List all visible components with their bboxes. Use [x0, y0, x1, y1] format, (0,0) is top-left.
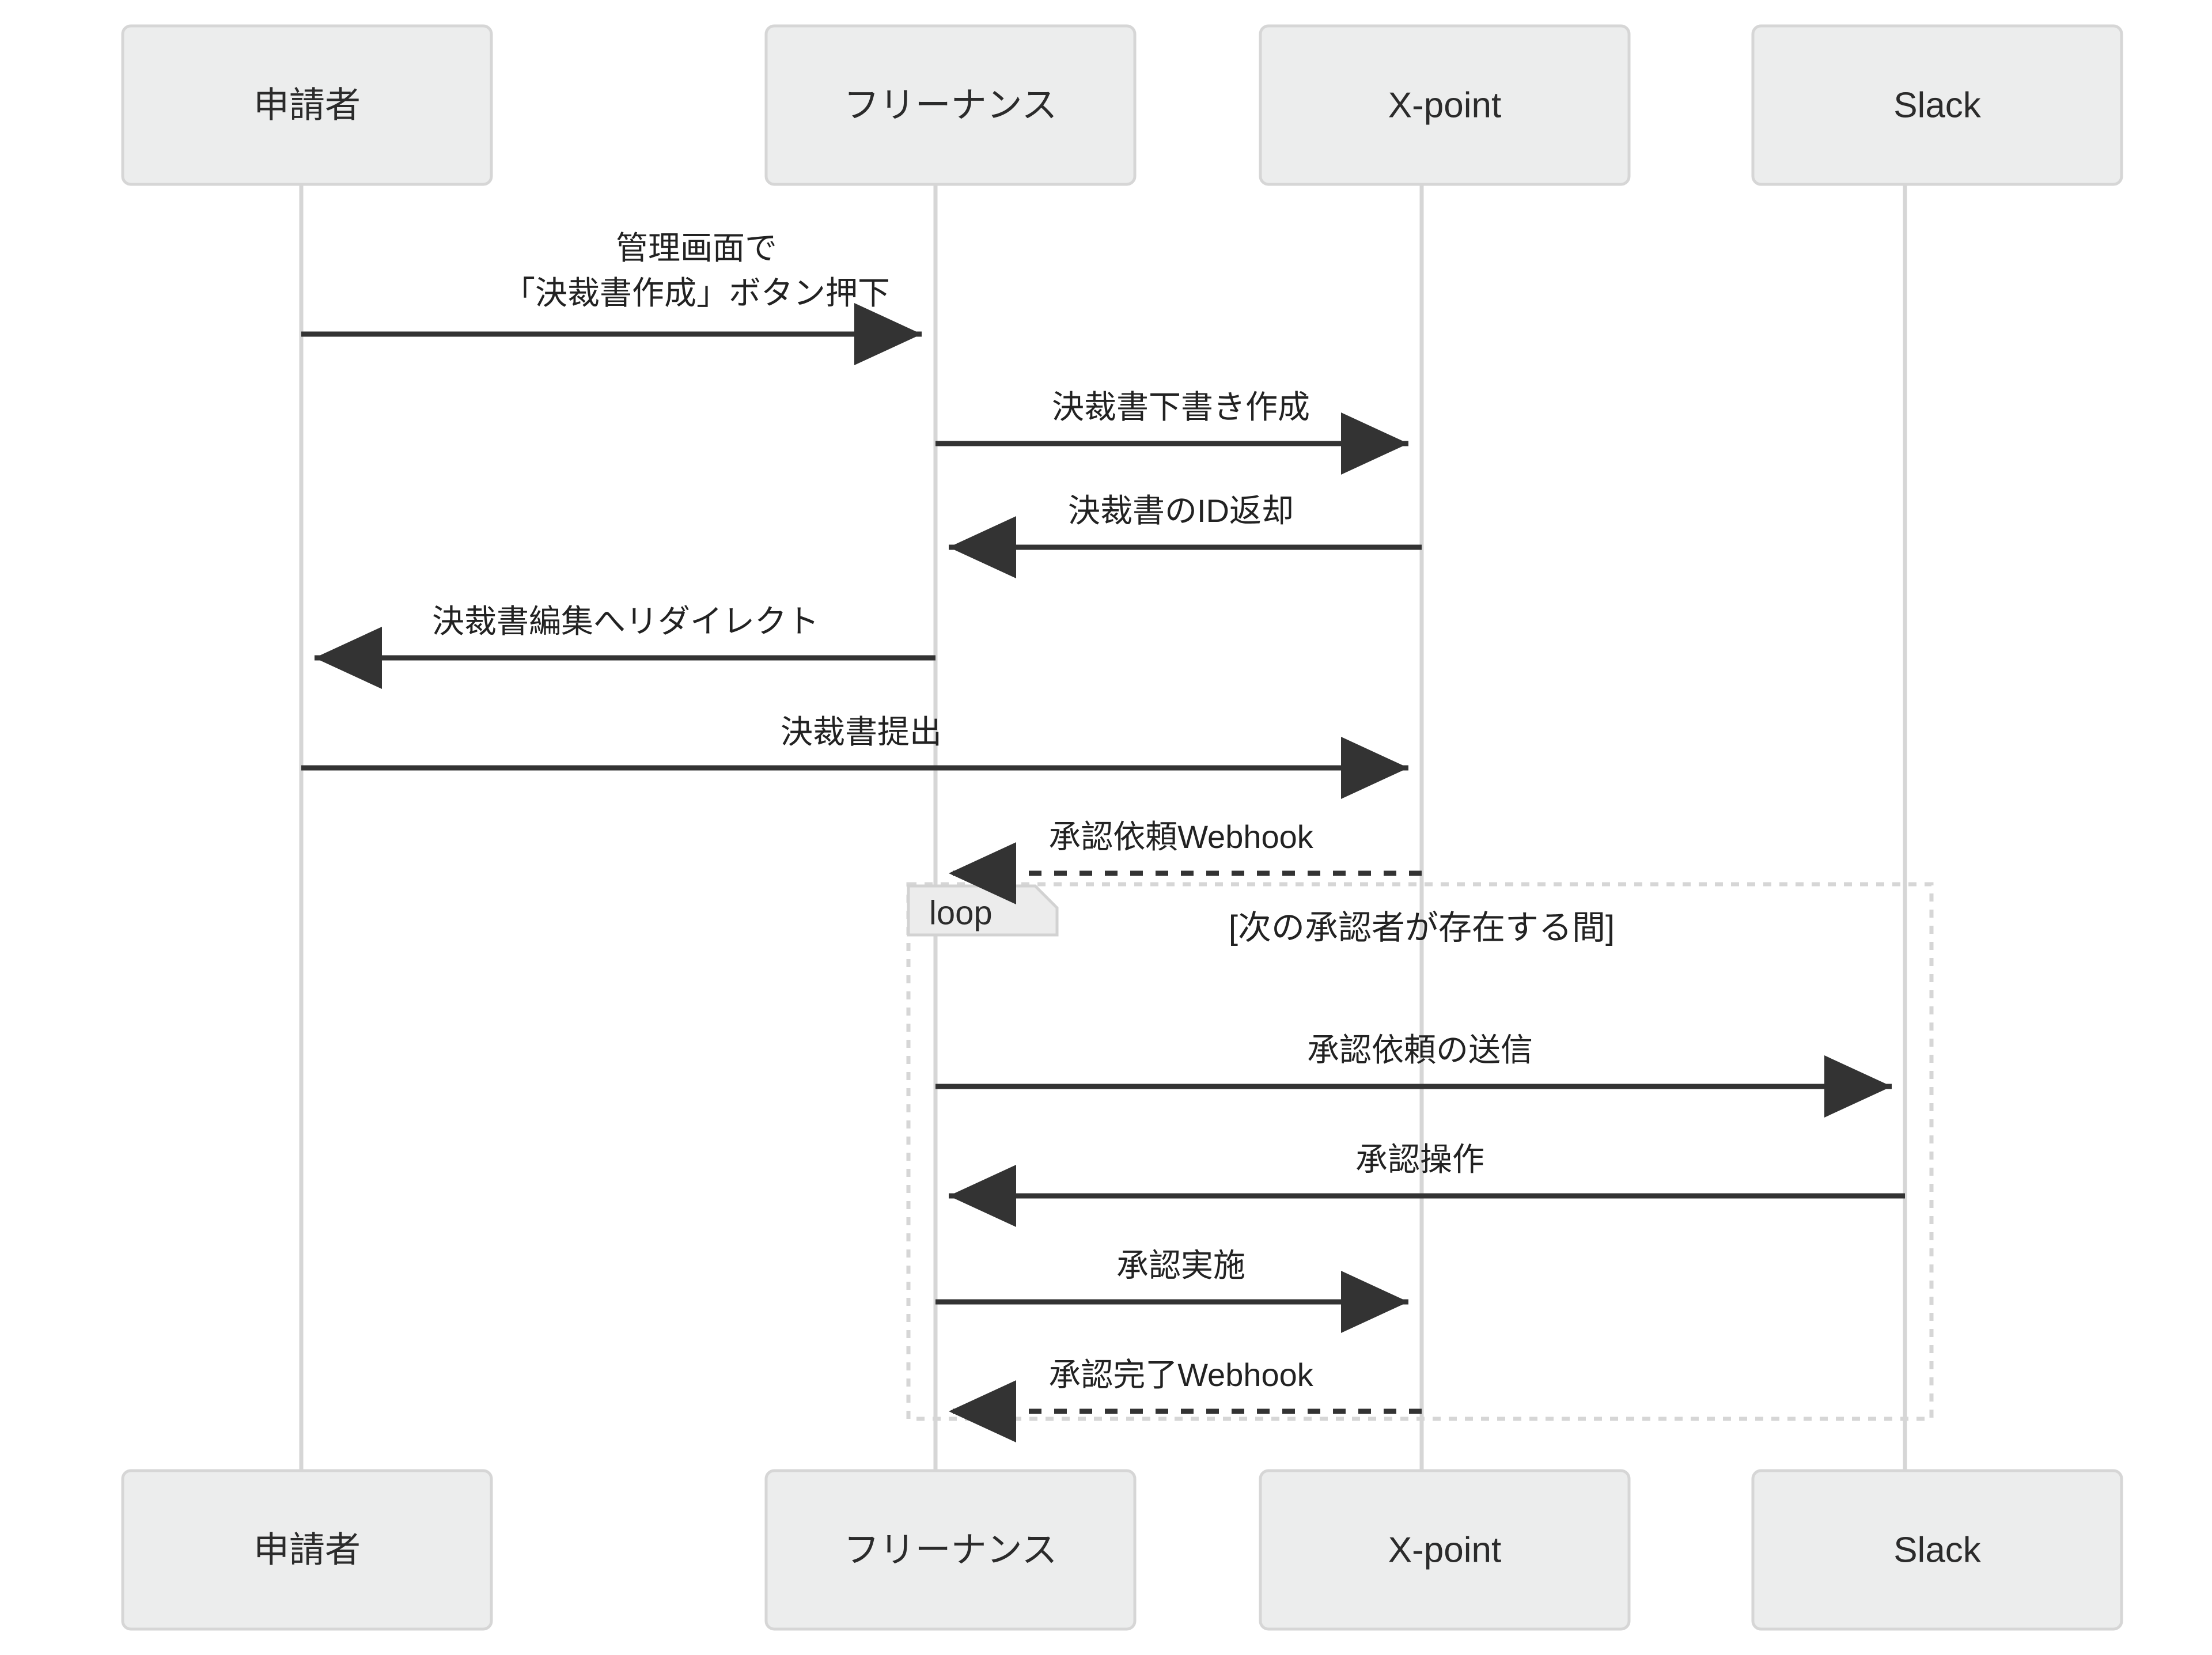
participant-box-applicant-bottom[interactable]: 申請者: [121, 1469, 493, 1631]
message-2: 決裁書下書き作成: [935, 389, 1408, 475]
message-4: 決裁書編集へリダイレクト: [315, 603, 935, 689]
message-label-line1: 承認依頼Webhook: [1048, 819, 1314, 855]
participant-label: X-point: [1388, 1531, 1501, 1570]
participant-rect[interactable]: [1751, 1469, 2123, 1631]
message-10: 承認完了Webhook: [949, 1357, 1422, 1442]
participant-rect[interactable]: [1751, 24, 2123, 186]
message-label-line1: 承認実施: [1116, 1247, 1245, 1283]
participant-rect[interactable]: [1259, 1469, 1631, 1631]
bottom-participants-group: 申請者 フリーナンス X-point Slack: [121, 1469, 2123, 1631]
participant-box-freenance-top[interactable]: フリーナンス: [764, 24, 1137, 186]
loop-condition-label: [次の承認者が存在する間]: [1229, 909, 1615, 946]
message-label-line1: 承認操作: [1355, 1141, 1484, 1177]
loop-fragment-frame: [906, 882, 1934, 1421]
participant-label: 申請者: [253, 1531, 361, 1570]
participant-box-freenance-bottom[interactable]: フリーナンス: [764, 1469, 1137, 1631]
participant-rect[interactable]: [1259, 24, 1631, 186]
message-8: 承認操作: [949, 1141, 1905, 1227]
participant-rect[interactable]: [764, 24, 1137, 186]
participant-label: Slack: [1893, 86, 1982, 126]
participant-label: フリーナンス: [844, 86, 1058, 126]
participant-rect[interactable]: [121, 1469, 493, 1631]
message-label-line1: 承認完了Webhook: [1048, 1357, 1314, 1393]
participant-label: 申請者: [253, 86, 361, 126]
message-label-line1: 決裁書下書き作成: [1052, 389, 1310, 425]
participant-label: X-point: [1388, 86, 1501, 126]
loop-fragment: loop [次の承認者が存在する間]: [906, 882, 1934, 1421]
participant-box-applicant-top[interactable]: 申請者: [121, 24, 493, 186]
message-7: 承認依頼の送信: [935, 1032, 1892, 1118]
participant-label: フリーナンス: [844, 1531, 1058, 1570]
message-label-line1: 決裁書提出: [781, 714, 942, 750]
participant-rect[interactable]: [764, 1469, 1137, 1631]
participant-label: Slack: [1893, 1531, 1982, 1570]
participant-box-xpoint-bottom[interactable]: X-point: [1259, 1469, 1631, 1631]
participant-box-slack-bottom[interactable]: Slack: [1751, 1469, 2123, 1631]
message-label-line2: 「決裁書作成」ボタン押下: [503, 275, 890, 311]
message-label-line1: 管理画面で: [616, 230, 777, 266]
message-label-line1: 決裁書編集へリダイレクト: [432, 603, 819, 639]
message-1: 管理画面で 「決裁書作成」ボタン押下: [301, 230, 922, 365]
message-label-line1: 承認依頼の送信: [1307, 1032, 1533, 1068]
message-5: 決裁書提出: [301, 714, 1408, 799]
lifelines-group: [299, 184, 1907, 1471]
message-label-line1: 決裁書のID返却: [1068, 493, 1294, 529]
loop-tag-label: loop: [929, 895, 993, 932]
message-6: 承認依頼Webhook: [949, 819, 1422, 904]
message-3: 決裁書のID返却: [949, 493, 1422, 578]
participant-box-slack-top[interactable]: Slack: [1751, 24, 2123, 186]
participant-rect[interactable]: [121, 24, 493, 186]
message-9: 承認実施: [935, 1247, 1408, 1333]
participant-box-xpoint-top[interactable]: X-point: [1259, 24, 1631, 186]
top-participants-group: 申請者 フリーナンス X-point Slack: [121, 24, 2123, 186]
